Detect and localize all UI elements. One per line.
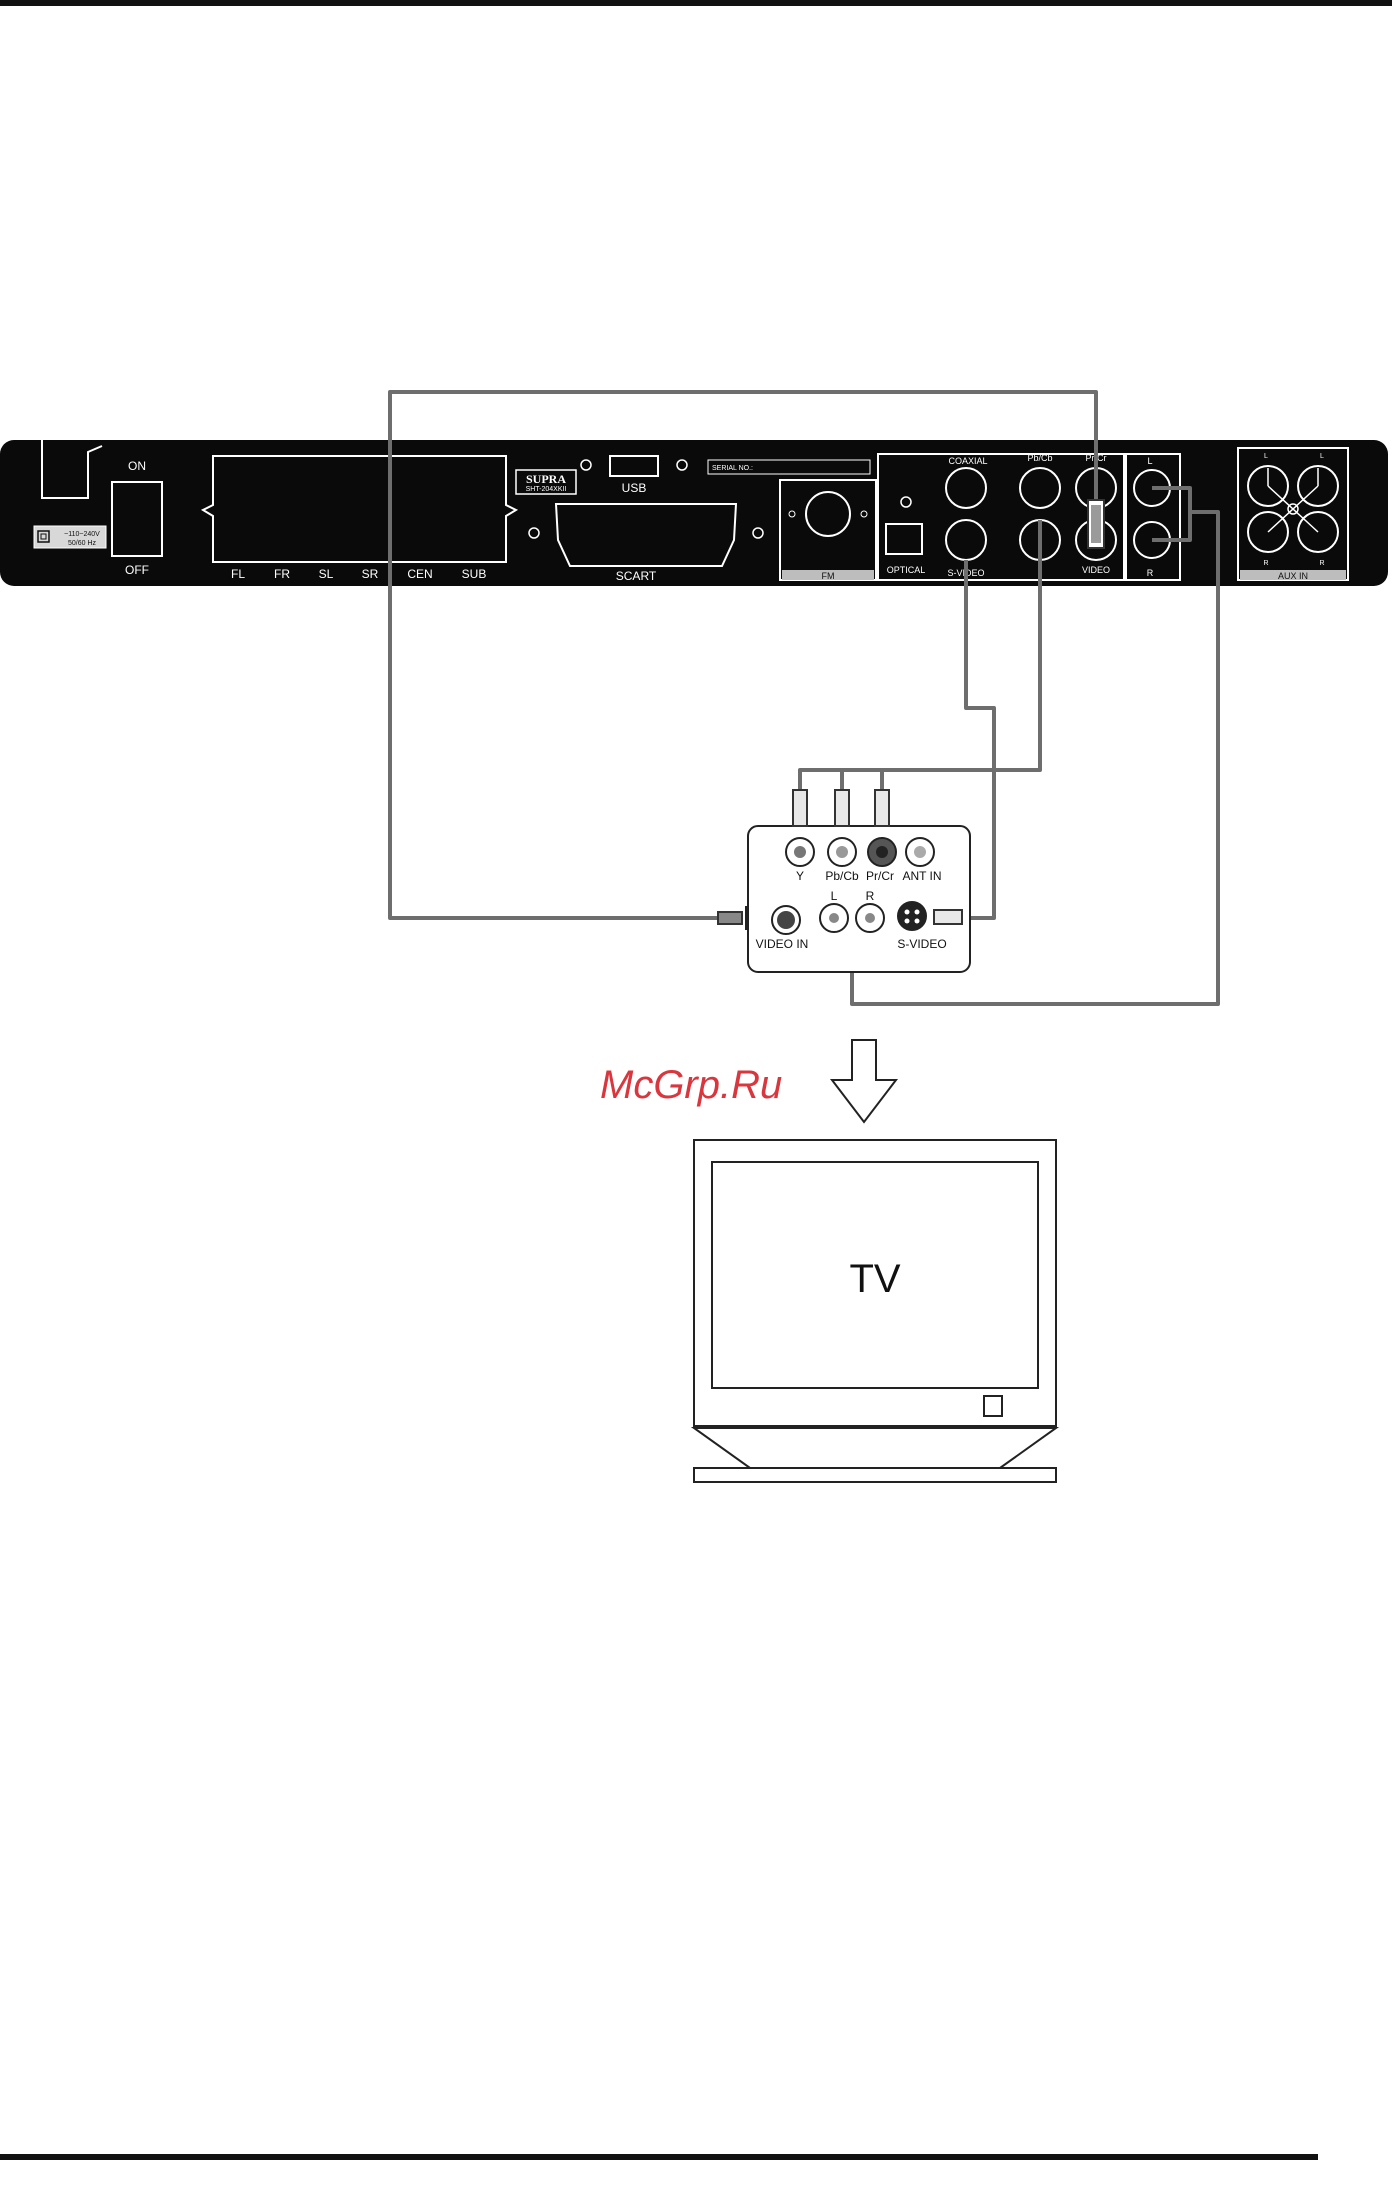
tv-label: TV: [849, 1257, 900, 1301]
aux-l-label-right: L: [1320, 453, 1324, 460]
serial-label: SERIAL NO.:: [712, 465, 753, 472]
tv-svideo-port[interactable]: [898, 902, 926, 930]
speaker-label-cen: CEN: [407, 567, 432, 581]
speaker-label-sr: SR: [362, 567, 379, 581]
tv-prcr-label: Pr/Cr: [866, 869, 894, 883]
video-plug: [1088, 500, 1104, 548]
power-rating-line1: ~110~240V: [64, 531, 100, 538]
svideo-plug: [934, 910, 962, 924]
brand-model: SHT-204XKII: [526, 486, 567, 493]
tv-r-label: R: [866, 889, 875, 903]
power-off-label: OFF: [125, 563, 149, 577]
down-arrow-icon: [832, 1040, 896, 1122]
tv-power-button[interactable]: [984, 1396, 1002, 1416]
video-out-label: VIDEO: [1082, 565, 1110, 575]
video-in-plug: [718, 906, 746, 930]
tv-input-panel: Y Pb/Cb Pr/Cr ANT IN VIDEO IN L R S-VIDE…: [718, 790, 970, 972]
power-rating-label: ~110~240V 50/60 Hz: [34, 526, 106, 548]
coaxial-label: COAXIAL: [948, 456, 987, 466]
speaker-label-sl: SL: [319, 567, 334, 581]
tv-video-in-label: VIDEO IN: [756, 937, 809, 951]
optical-label: OPTICAL: [887, 565, 926, 575]
scart-label: SCART: [616, 569, 657, 583]
audio-out-r-label: R: [1147, 568, 1154, 578]
watermark-text: McGrp.Ru: [600, 1063, 782, 1107]
brand-name: SUPRA: [526, 472, 566, 486]
usb-label: USB: [622, 481, 647, 495]
tv-pbcb-label: Pb/Cb: [825, 869, 859, 883]
aux-r-label-right: R: [1319, 560, 1324, 567]
tv-set: TV: [694, 1140, 1056, 1482]
power-rating-line2: 50/60 Hz: [68, 540, 97, 547]
fm-label: FM: [822, 571, 835, 581]
power-on-label: ON: [128, 459, 146, 473]
rear-panel: ~110~240V 50/60 Hz ON OFF FL FR SL SR CE…: [0, 440, 1388, 586]
audio-out-l-label: L: [1147, 456, 1152, 466]
pbcb-out-label: Pb/Cb: [1027, 453, 1052, 463]
tv-y-label: Y: [796, 869, 804, 883]
aux-in-label: AUX IN: [1278, 571, 1308, 581]
tv-svideo-label: S-VIDEO: [897, 937, 946, 951]
aux-l-label-left: L: [1264, 453, 1268, 460]
aux-r-label-left: R: [1263, 560, 1268, 567]
top-rule: [0, 0, 1392, 6]
speaker-label-fl: FL: [231, 567, 245, 581]
bottom-rule: [0, 2154, 1318, 2160]
component-plugs: [793, 790, 889, 826]
tv-ant-in-label: ANT IN: [902, 869, 941, 883]
speaker-label-fr: FR: [274, 567, 290, 581]
speaker-label-sub: SUB: [462, 567, 487, 581]
tv-l-label: L: [831, 889, 838, 903]
